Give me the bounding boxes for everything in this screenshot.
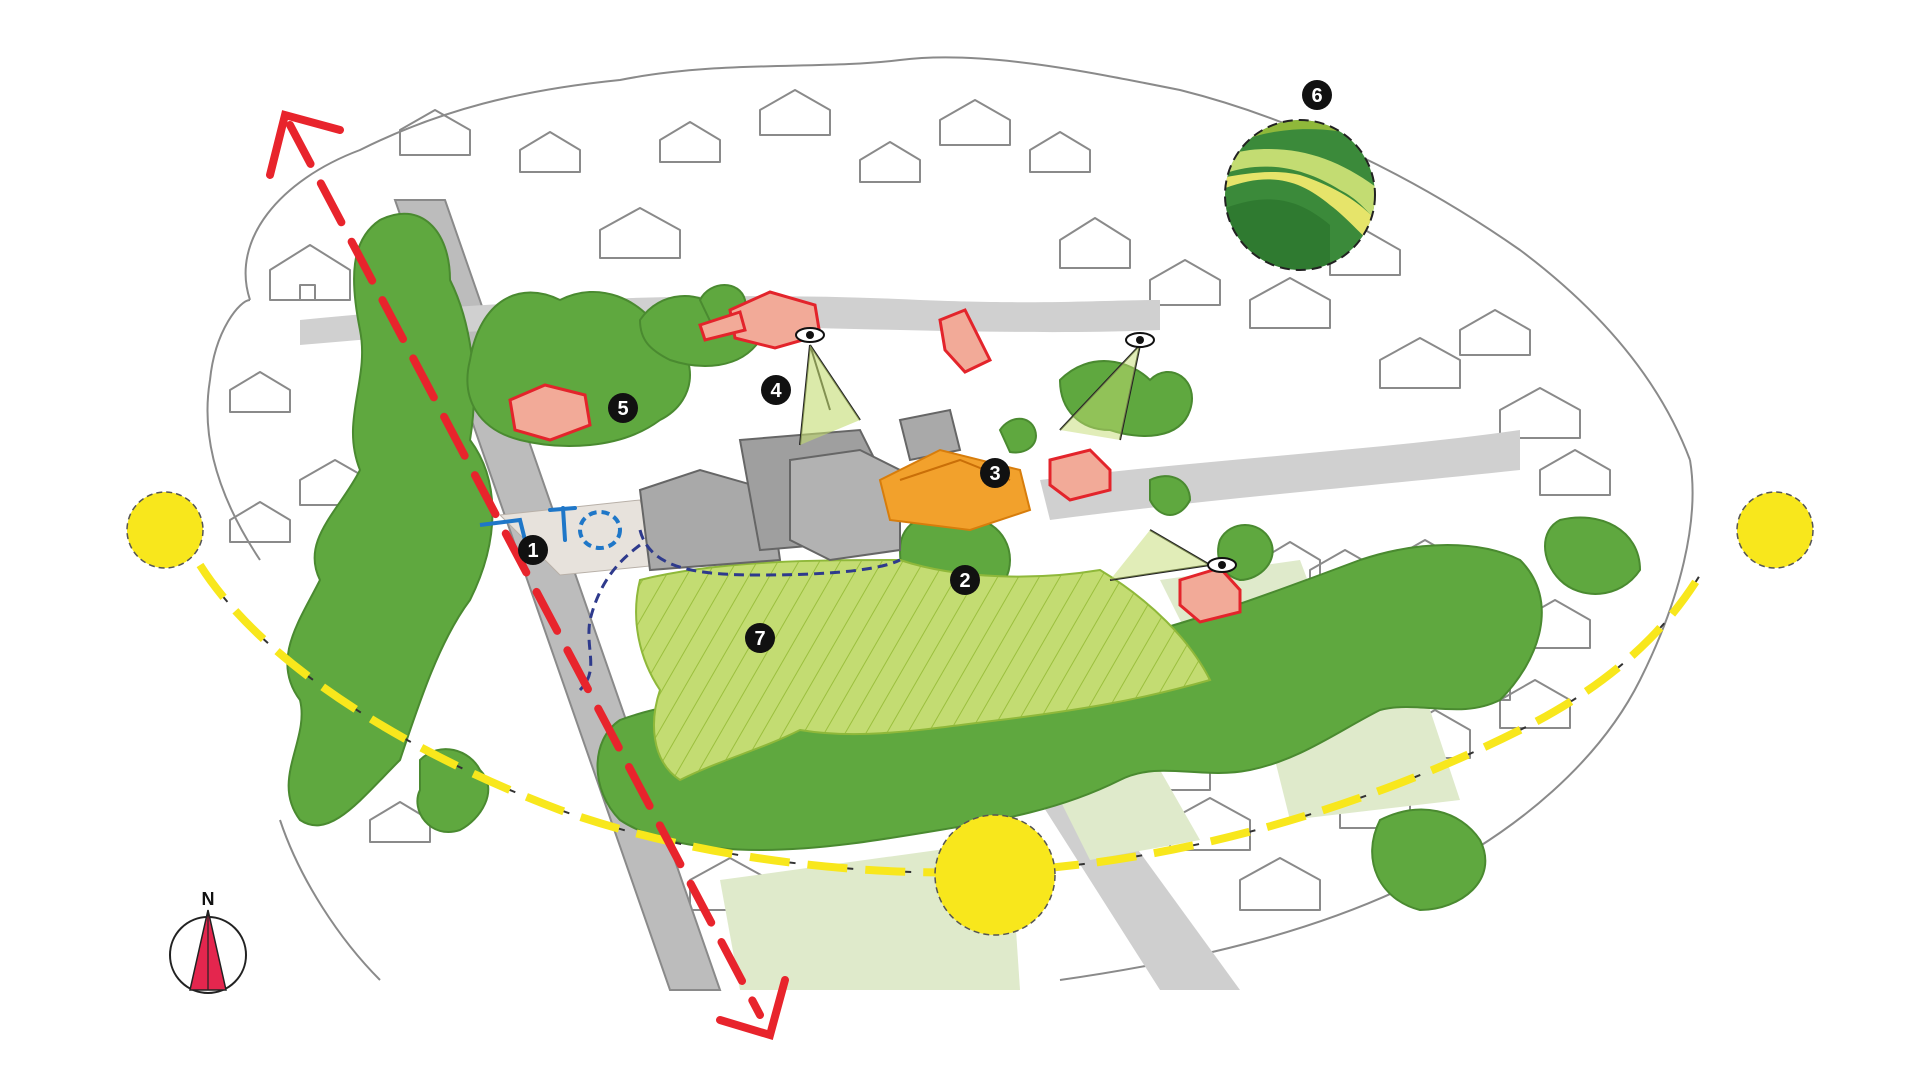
marker-4: 4 xyxy=(761,375,791,405)
eye-icon xyxy=(1125,332,1155,348)
lower-right-cluster xyxy=(1371,808,1487,912)
sun-icon xyxy=(934,814,1056,936)
topography-inset-border xyxy=(1224,119,1376,271)
right-street xyxy=(1040,430,1520,520)
lower-left-trees xyxy=(416,748,490,833)
marker-1: 1 xyxy=(518,535,548,565)
marker-4-label: 4 xyxy=(770,380,782,402)
sun-icon xyxy=(126,491,204,569)
marker-3-label: 3 xyxy=(989,463,1000,485)
neighbor-houses xyxy=(508,290,1242,624)
topography-inset xyxy=(1225,120,1375,270)
marker-7: 7 xyxy=(745,623,775,653)
site-boundary xyxy=(578,529,901,692)
marker-3: 3 xyxy=(980,458,1010,488)
marker-2-label: 2 xyxy=(959,570,970,592)
neighbor-house-5 xyxy=(508,383,592,442)
marker-5-label: 5 xyxy=(617,398,628,420)
marker-6-label: 6 xyxy=(1311,85,1322,107)
neighbor-house-top-2 xyxy=(698,310,747,342)
sun-icon xyxy=(1736,491,1814,569)
neighbor-house-mid xyxy=(938,308,993,374)
grey-building-back xyxy=(898,408,962,462)
marker-6: 6 xyxy=(1302,80,1332,110)
eye-icon xyxy=(795,327,825,343)
traffic-axis-arrow xyxy=(266,110,789,1041)
marker-5: 5 xyxy=(608,393,638,423)
view-cones xyxy=(799,344,1211,581)
marker-1-label: 1 xyxy=(527,540,538,562)
compass-north-label: N xyxy=(202,889,215,909)
blue-path xyxy=(479,506,622,550)
eye-icon xyxy=(1207,557,1237,573)
lawn-open-space xyxy=(635,558,1212,782)
neighbor-house-right xyxy=(1048,448,1112,502)
far-right-trees xyxy=(1544,516,1642,595)
grey-building-box xyxy=(789,448,901,562)
marker-7-label: 7 xyxy=(754,628,765,650)
existing-buildings xyxy=(638,408,962,572)
marker-2: 2 xyxy=(950,565,980,595)
right-trees-2 xyxy=(1149,475,1192,516)
compass-icon: N xyxy=(169,889,247,994)
